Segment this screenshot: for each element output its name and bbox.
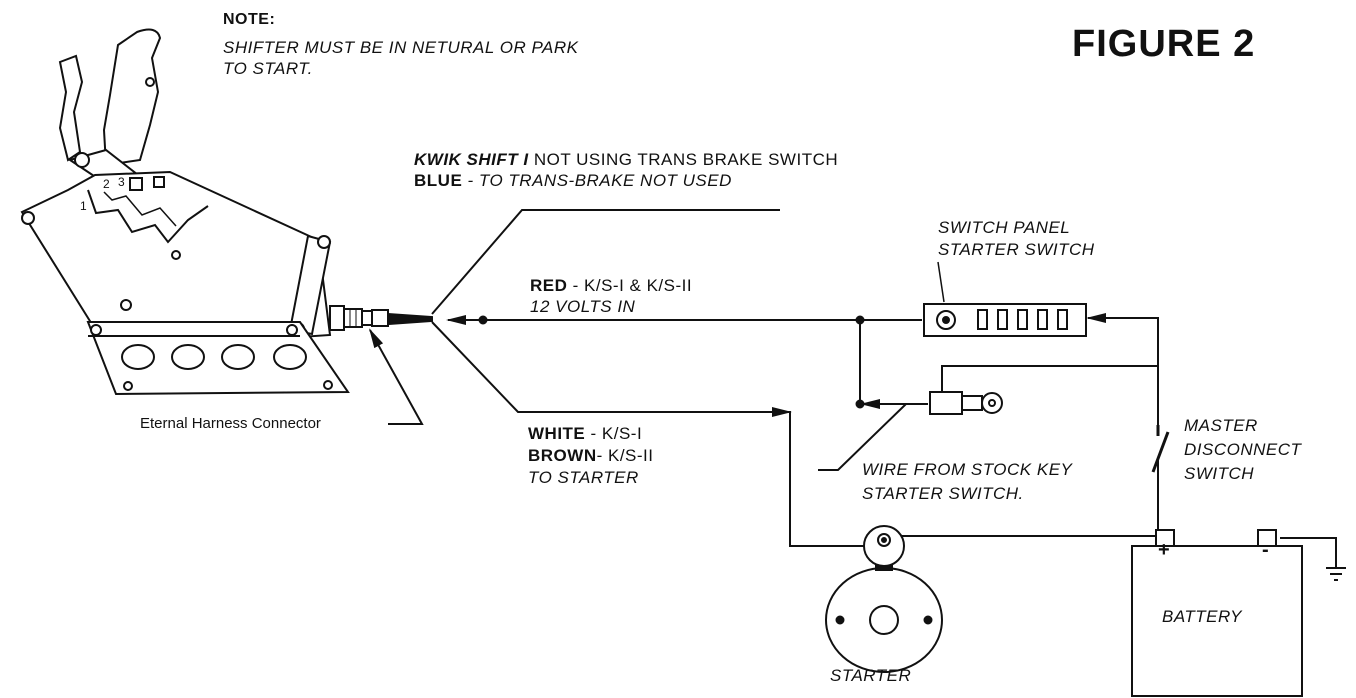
master-switch-label-3: SWITCH: [1184, 464, 1255, 483]
stock-key-pointer: [818, 403, 907, 471]
stock-key-label-1: WIRE FROM STOCK KEY: [862, 460, 1073, 479]
gate-number-2: 2: [103, 177, 111, 191]
battery-label: BATTERY: [1162, 607, 1243, 626]
to-starter-label: TO STARTER: [528, 468, 639, 487]
note-line-1: SHIFTER MUST BE IN NETURAL OR PARK: [223, 38, 579, 57]
mounting-hole: [121, 344, 155, 370]
white-wire-label: WHITE - K/S-I: [528, 424, 642, 444]
positive-terminal: [1155, 529, 1175, 547]
note-line-2: TO START.: [223, 59, 313, 78]
starter-motor: [825, 525, 943, 673]
master-switch-label-1: MASTER: [1184, 416, 1258, 435]
brown-wire-label: BROWN- K/S-II: [528, 446, 654, 466]
harness-wire-bundle: [387, 312, 433, 326]
wiring: [369, 209, 1337, 568]
master-disconnect-switch: [1151, 425, 1170, 473]
switch-panel-label-1: SWITCH PANEL: [938, 218, 1071, 237]
shifter-assembly: [20, 28, 350, 396]
master-switch-label-2: DISCONNECT: [1184, 440, 1302, 459]
negative-sign: -: [1262, 539, 1270, 561]
harness-pointer: [369, 328, 424, 425]
harness-connector: [329, 305, 433, 331]
stock-key-switch: [929, 376, 1003, 415]
shifter-handle-grip: [102, 28, 162, 167]
battery: [1131, 529, 1303, 697]
ground-cable: [1280, 537, 1337, 568]
shifter-mounting-bracket: [86, 321, 350, 396]
kwik-shift-rest: NOT USING TRANS BRAKE SWITCH: [528, 150, 839, 169]
brown-wire-bold: BROWN: [528, 446, 597, 465]
mounting-hole: [221, 344, 255, 370]
blue-wire-bold: BLUE: [414, 171, 463, 190]
switch-panel-label-2: STARTER SWITCH: [938, 240, 1095, 259]
figure-title: FIGURE 2: [1072, 23, 1256, 65]
note-heading: NOTE:: [223, 11, 276, 28]
switch-panel: [923, 261, 1087, 337]
white-wire-rest: - K/S-I: [585, 424, 643, 443]
harness-connector-label: Eternal Harness Connector: [140, 415, 321, 432]
blue-wire-label: BLUE - TO TRANS-BRAKE NOT USED: [414, 171, 732, 191]
brown-wire-rest: - K/S-II: [596, 446, 654, 465]
shifter-pivot: [74, 152, 90, 168]
blue-wire-rest: - TO TRANS-BRAKE NOT USED: [462, 171, 732, 190]
ground-symbol: [1326, 567, 1346, 581]
mounting-hole: [273, 344, 307, 370]
red-wire-rest: - K/S-I & K/S-II: [567, 276, 693, 295]
gate-number-3: 3: [118, 175, 126, 189]
kwik-shift-label: KWIK SHIFT I NOT USING TRANS BRAKE SWITC…: [414, 150, 838, 170]
red-wire-voltage: 12 VOLTS IN: [530, 297, 636, 316]
panel-feed-wire: [1086, 313, 1159, 425]
positive-sign: +: [1158, 539, 1171, 561]
white-wire-bold: WHITE: [528, 424, 586, 443]
gate-number-1: 1: [80, 199, 88, 213]
white-brown-wire: [431, 321, 792, 417]
kwik-shift-bold: KWIK SHIFT I: [414, 150, 529, 169]
mounting-hole: [171, 344, 205, 370]
stock-key-label-2: STARTER SWITCH.: [862, 484, 1024, 503]
red-wire-label: RED - K/S-I & K/S-II: [530, 276, 692, 296]
negative-terminal: [1257, 529, 1277, 547]
shifter-trigger: [58, 54, 84, 162]
starter-label: STARTER: [830, 666, 912, 685]
shifter-gate: [87, 189, 209, 244]
red-wire-bold: RED: [530, 276, 568, 295]
blue-wire: [431, 209, 780, 315]
